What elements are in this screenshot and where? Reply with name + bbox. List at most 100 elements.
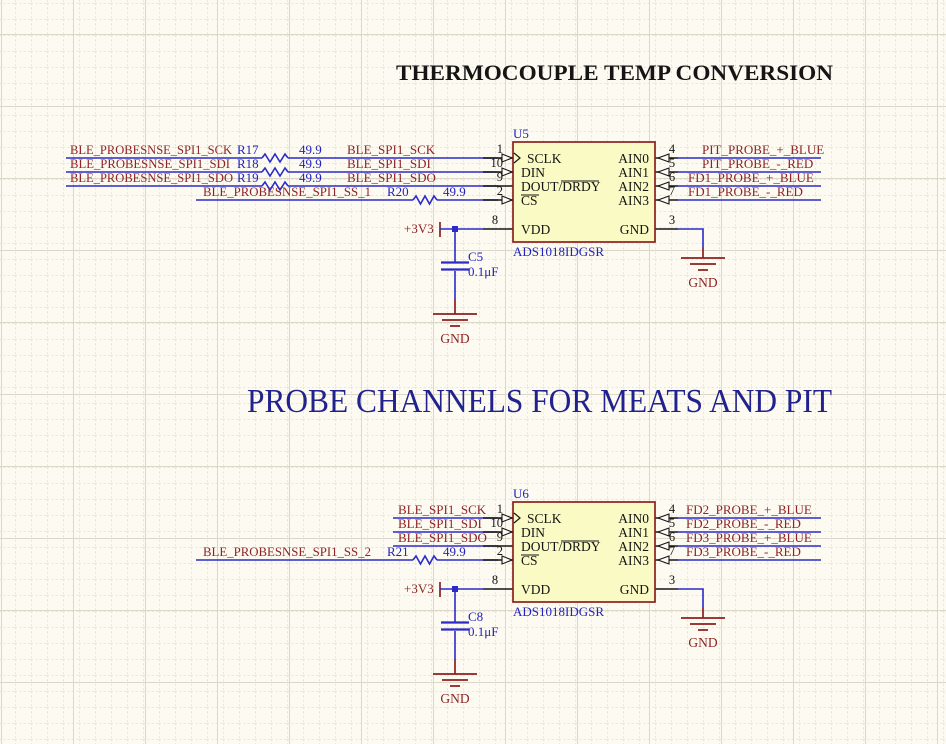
gnd-symbol	[433, 299, 477, 327]
chip-designator[interactable]: U5	[513, 126, 529, 141]
input-arrow-icon	[656, 555, 670, 565]
resistor-ref[interactable]: R18	[237, 156, 259, 171]
u5-component[interactable]: U5 ADS1018IDGSR 1 10 9 2 8 4 5 6 7 3 SCL…	[483, 126, 678, 259]
pin-number: 9	[497, 170, 503, 184]
net-label[interactable]: FD3_PROBE_+_BLUE	[686, 530, 812, 545]
input-arrow-icon	[656, 541, 670, 551]
pin-name: DIN	[521, 525, 545, 540]
pin-name: AIN1	[618, 525, 649, 540]
pin-name: AIN3	[618, 553, 649, 568]
resistor-symbol[interactable]	[412, 194, 438, 206]
resistor-value[interactable]: 49.9	[299, 170, 322, 185]
pin-name: AIN0	[618, 151, 649, 166]
sheet-title-middle[interactable]: PROBE CHANNELS FOR MEATS AND PIT	[247, 383, 832, 420]
resistor-value[interactable]: 49.9	[299, 156, 322, 171]
pin-name: VDD	[521, 222, 550, 237]
resistor-symbol[interactable]	[412, 554, 438, 566]
chip-body[interactable]	[512, 501, 656, 603]
pin-number: 3	[669, 213, 675, 227]
power-rail-label[interactable]: +3V3	[404, 581, 434, 596]
resistor-value[interactable]: 49.9	[299, 142, 322, 157]
pin-name: SCLK	[527, 511, 562, 526]
gnd-label[interactable]: GND	[440, 331, 469, 346]
chip-body[interactable]	[512, 141, 656, 243]
u6-power-port[interactable]: +3V3	[404, 581, 483, 597]
power-rail-label[interactable]: +3V3	[404, 221, 434, 236]
capacitor-ref[interactable]: C8	[468, 609, 483, 624]
net-label[interactable]: BLE_SPI1_SCK	[398, 502, 487, 517]
resistor-ref[interactable]: R21	[387, 544, 409, 559]
chip-designator[interactable]: U6	[513, 486, 529, 501]
net-label[interactable]: BLE_SPI1_SDO	[347, 170, 436, 185]
u6-gnd-left[interactable]: GND	[433, 659, 477, 706]
net-label[interactable]: FD2_PROBE_+_BLUE	[686, 502, 812, 517]
pin-number: 3	[669, 573, 675, 587]
pin-name: CS	[521, 193, 538, 208]
net-label[interactable]: PIT_PROBE_+_BLUE	[702, 142, 824, 157]
u6-component[interactable]: U6 ADS1018IDGSR 1 10 9 2 8 4 5 6 7 3 SCL…	[483, 486, 678, 619]
pin-name: DOUT/DRDY	[521, 539, 601, 554]
net-label[interactable]: FD2_PROBE_-_RED	[686, 516, 801, 531]
u6-capacitor[interactable]: C8 0.1μF	[441, 592, 498, 659]
net-label[interactable]: FD1_PROBE_+_BLUE	[688, 170, 814, 185]
resistor-symbol[interactable]	[261, 180, 289, 192]
u5-gnd-left[interactable]: GND	[433, 299, 477, 346]
pin-name: AIN3	[618, 193, 649, 208]
resistor-value[interactable]: 49.9	[443, 544, 466, 559]
capacitor-ref[interactable]: C5	[468, 249, 483, 264]
wire[interactable]	[678, 588, 704, 607]
net-label[interactable]: BLE_SPI1_SDO	[398, 530, 487, 545]
net-label[interactable]: FD1_PROBE_-_RED	[688, 184, 803, 199]
net-label[interactable]: PIT_PROBE_-_RED	[702, 156, 813, 171]
pin-number: 7	[669, 184, 675, 198]
chip-part-number[interactable]: ADS1018IDGSR	[513, 604, 604, 619]
u5-section: BLE_PROBESNSE_SPI1_SCK BLE_PROBESNSE_SPI…	[66, 126, 824, 346]
pin-number: 2	[497, 184, 503, 198]
pin-number: 6	[669, 530, 675, 544]
pin-name: SCLK	[527, 151, 562, 166]
u6-section: BLE_SPI1_SCK BLE_SPI1_SDI BLE_SPI1_SDO B…	[196, 486, 821, 706]
pin-number: 8	[492, 213, 498, 227]
wire[interactable]	[678, 228, 704, 247]
net-label[interactable]: BLE_PROBESNSE_SPI1_SS_2	[203, 544, 371, 559]
net-label[interactable]: BLE_PROBESNSE_SPI1_SDO	[70, 170, 233, 185]
gnd-label[interactable]: GND	[440, 691, 469, 706]
pin-name: DIN	[521, 165, 545, 180]
resistor-ref[interactable]: R17	[237, 142, 259, 157]
net-label[interactable]: BLE_SPI1_SCK	[347, 142, 436, 157]
pin-name: AIN2	[618, 179, 649, 194]
pin-number: 5	[669, 156, 675, 170]
pin-name: DOUT/DRDY	[521, 179, 601, 194]
capacitor-value[interactable]: 0.1μF	[468, 624, 498, 639]
pin-name: GND	[620, 222, 649, 237]
junction-dot	[452, 586, 458, 592]
gnd-label[interactable]: GND	[688, 635, 717, 650]
u5-power-port[interactable]: +3V3	[404, 221, 483, 237]
resistor-symbol[interactable]	[261, 166, 289, 178]
sheet-title-top[interactable]: THERMOCOUPLE TEMP CONVERSION	[396, 60, 833, 85]
resistor-symbol[interactable]	[261, 152, 289, 164]
resistor-ref[interactable]: R19	[237, 170, 259, 185]
resistor-value[interactable]: 49.9	[443, 184, 466, 199]
input-arrow-icon	[501, 195, 514, 205]
u5-capacitor[interactable]: C5 0.1μF	[441, 232, 498, 299]
input-arrow-icon	[501, 513, 514, 523]
net-label[interactable]: BLE_SPI1_SDI	[347, 156, 431, 171]
clock-pin-icon	[513, 512, 521, 524]
pin-number: 1	[497, 502, 503, 516]
pin-name: AIN0	[618, 511, 649, 526]
net-label[interactable]: BLE_SPI1_SDI	[398, 516, 482, 531]
net-label[interactable]: BLE_PROBESNSE_SPI1_SCK	[70, 142, 233, 157]
capacitor-value[interactable]: 0.1μF	[468, 264, 498, 279]
u6-gnd-right[interactable]: GND	[678, 588, 725, 650]
u5-gnd-right[interactable]: GND	[678, 228, 725, 290]
net-label[interactable]: FD3_PROBE_-_RED	[686, 544, 801, 559]
pin-number: 6	[669, 170, 675, 184]
gnd-label[interactable]: GND	[688, 275, 717, 290]
input-arrow-icon	[656, 167, 670, 177]
resistor-ref[interactable]: R20	[387, 184, 409, 199]
net-label[interactable]: BLE_PROBESNSE_SPI1_SDI	[70, 156, 230, 171]
chip-part-number[interactable]: ADS1018IDGSR	[513, 244, 604, 259]
net-label[interactable]: BLE_PROBESNSE_SPI1_SS_1	[203, 184, 371, 199]
